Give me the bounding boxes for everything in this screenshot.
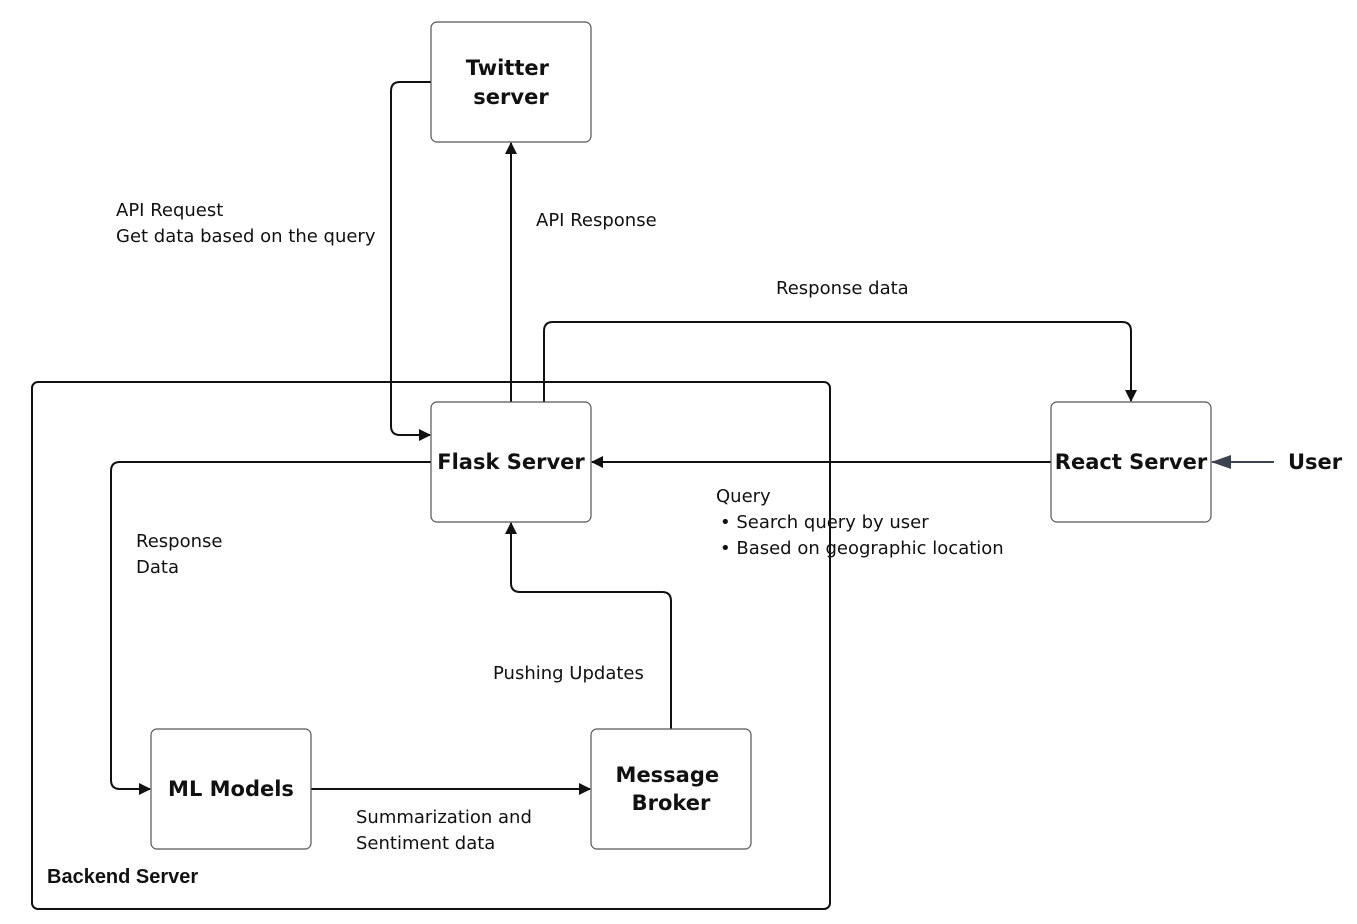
- edge-pushing-updates: [505, 522, 672, 729]
- api-request-label-line1: API Request: [116, 200, 223, 221]
- message-broker-label-line2: Broker: [632, 791, 711, 815]
- user-actor-label: User: [1288, 450, 1343, 474]
- message-broker-label-line1: Message: [616, 763, 720, 787]
- node-ml-models: ML Models: [150, 728, 312, 850]
- ml-models-label: ML Models: [168, 777, 294, 801]
- node-flask-server: Flask Server: [430, 401, 592, 523]
- api-request-label-line2: Get data based on the query: [116, 226, 376, 247]
- response-data-left-line2: Data: [136, 557, 179, 578]
- twitter-server-label-line2: server: [473, 85, 549, 109]
- pushing-updates-label: Pushing Updates: [493, 663, 644, 684]
- backend-server-group: Backend Server: [31, 381, 831, 910]
- flask-server-label: Flask Server: [437, 450, 585, 474]
- react-server-label: React Server: [1055, 450, 1208, 474]
- node-message-broker: Message Broker: [590, 728, 752, 850]
- message-broker-label: Message Broker: [616, 763, 727, 815]
- node-react-server: React Server: [1050, 401, 1212, 523]
- summarization-label-line1: Summarization and: [356, 807, 532, 828]
- edge-response-data-top: [543, 321, 1137, 402]
- query-label-title: Query: [716, 486, 771, 507]
- query-label-item1: • Search query by user: [720, 512, 929, 533]
- edge-api-request: [390, 81, 431, 441]
- twitter-server-label: Twitter server: [466, 56, 557, 109]
- response-data-top-label: Response data: [776, 278, 909, 299]
- response-data-left-line1: Response: [136, 531, 222, 552]
- backend-server-label: Backend Server: [47, 866, 198, 888]
- edges: [110, 81, 1274, 795]
- api-response-label: API Response: [536, 210, 657, 231]
- node-twitter-server: Twitter server: [430, 21, 592, 143]
- summarization-label-line2: Sentiment data: [356, 833, 495, 854]
- edge-labels: API Request Get data based on the query …: [116, 200, 1004, 854]
- query-label-item2: • Based on geographic location: [720, 538, 1004, 559]
- edge-response-data-left: [110, 461, 431, 795]
- twitter-server-label-line1: Twitter: [466, 56, 550, 80]
